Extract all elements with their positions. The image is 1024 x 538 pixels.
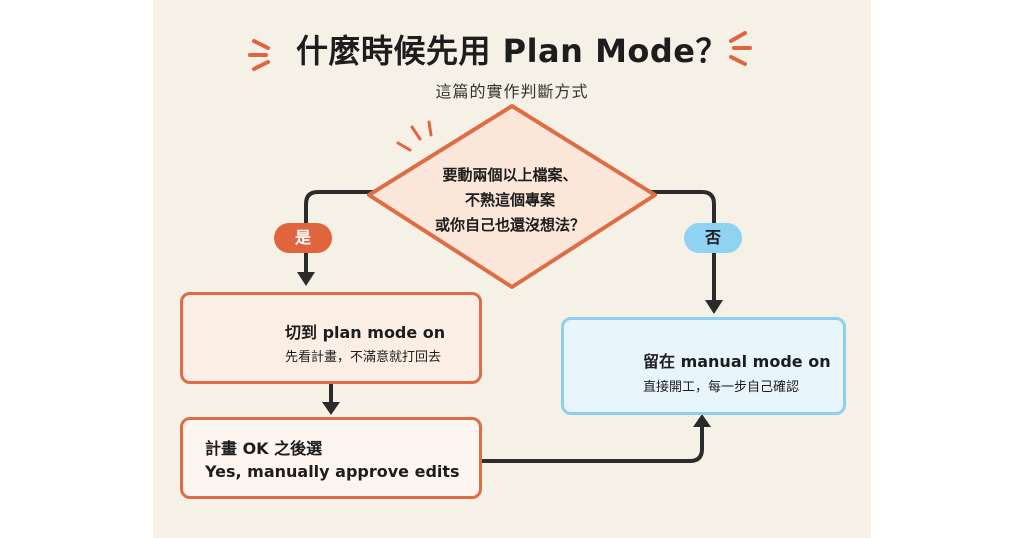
yes-branch-label: 是 xyxy=(274,223,332,253)
approve-edits-box: 計畫 OK 之後選 Yes, manually approve edits xyxy=(180,417,482,499)
decision-line-2: 不熟這個專案 xyxy=(464,191,555,209)
title-sparkle-right-icon xyxy=(729,31,752,66)
manual-mode-box: 留在 manual mode on 直接開工，每一步自己確認 xyxy=(561,317,846,415)
approve-to-manual-connector xyxy=(480,423,704,463)
no-branch-label: 否 xyxy=(684,223,742,253)
no-connector xyxy=(649,190,716,302)
approve-line-1: 計畫 OK 之後選 xyxy=(205,439,323,458)
decision-diamond xyxy=(367,104,657,289)
no-arrowhead-icon xyxy=(705,300,723,314)
approve-line-2: Yes, manually approve edits xyxy=(205,462,460,481)
decision-question: 要動兩個以上檔案、 不熟這個專案 或你自己也還沒想法？ xyxy=(405,163,615,238)
plan-mode-title: 切到 plan mode on xyxy=(285,323,446,342)
page-title: 什麼時候先用 Plan Mode？ xyxy=(295,32,729,70)
plan-mode-box: 切到 plan mode on 先看計畫，不滿意就打回去 xyxy=(180,292,482,384)
approve-arrowhead-icon xyxy=(322,402,340,415)
yes-arrowhead-icon xyxy=(297,272,315,286)
manual-arrowhead-icon xyxy=(693,414,711,427)
manual-mode-subtitle: 直接開工，每一步自己確認 xyxy=(643,380,800,395)
yes-connector xyxy=(304,190,377,274)
diamond-sparkle-icon xyxy=(396,120,433,152)
title-sparkle-left-icon xyxy=(248,39,270,71)
decision-line-1: 要動兩個以上檔案、 xyxy=(442,166,578,184)
plan-mode-subtitle: 先看計畫，不滿意就打回去 xyxy=(285,350,442,365)
decision-line-3: 或你自己也還沒想法？ xyxy=(434,216,585,234)
page-subtitle: 這篇的實作判斷方式 xyxy=(435,82,589,101)
manual-mode-title: 留在 manual mode on xyxy=(643,352,831,371)
